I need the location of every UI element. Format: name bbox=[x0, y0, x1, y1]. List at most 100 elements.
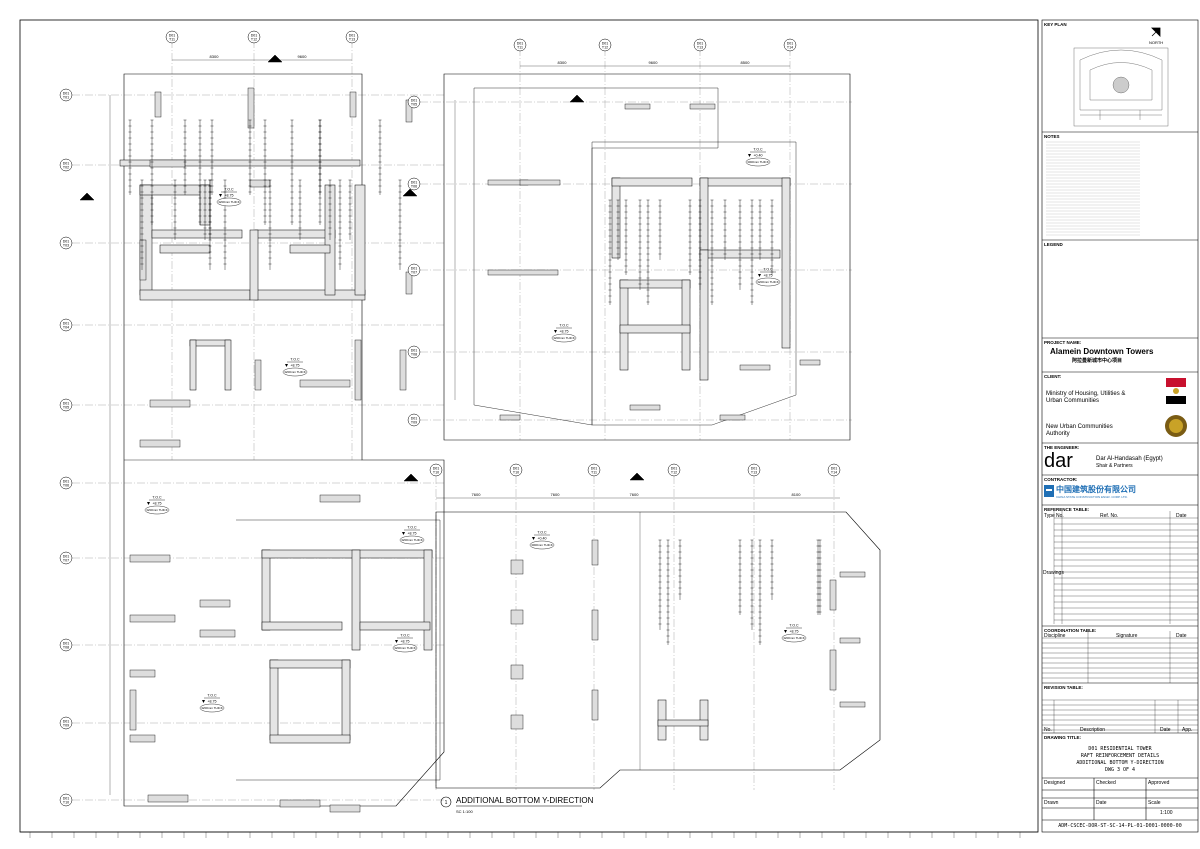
svg-text:+8.75: +8.75 bbox=[407, 532, 416, 536]
project-name: Alamein Downtown Towers bbox=[1050, 347, 1154, 356]
plan-drawing: 8300 9600 8300 9600 8500 7600 7600 7600 … bbox=[19, 19, 1039, 838]
date-label: Date bbox=[1096, 800, 1107, 806]
project-name-label: PROJECT NAME: bbox=[1044, 340, 1082, 345]
coord-col-signature: Signature bbox=[1116, 633, 1138, 639]
svg-text:D01: D01 bbox=[63, 240, 70, 244]
notes-label: NOTES bbox=[1044, 134, 1060, 139]
approved-label: Approved bbox=[1148, 780, 1170, 786]
svg-text:T10: T10 bbox=[63, 801, 69, 805]
svg-text:+8.75: +8.75 bbox=[152, 502, 161, 506]
svg-text:D01: D01 bbox=[63, 555, 70, 559]
svg-text:T12: T12 bbox=[671, 471, 677, 475]
dim-text: 8500 bbox=[741, 60, 751, 65]
egypt-emblem-icon bbox=[1166, 378, 1186, 404]
svg-text:D01: D01 bbox=[831, 467, 838, 471]
svg-text:D01: D01 bbox=[251, 34, 258, 38]
dim-text: 9600 bbox=[649, 60, 659, 65]
reference-table-label: REFERENCE TABLE: bbox=[1044, 507, 1090, 512]
view-title: 1 ADDITIONAL BOTTOM Y-DIRECTION SC 1:100 bbox=[440, 796, 594, 814]
key-plan-image bbox=[1073, 47, 1169, 127]
coord-col-discipline: Discipline bbox=[1044, 633, 1066, 639]
svg-text:+8.75: +8.75 bbox=[789, 630, 798, 634]
svg-text:D01: D01 bbox=[411, 417, 418, 421]
svg-text:3200mm THICK: 3200mm THICK bbox=[757, 280, 778, 284]
view-number: 1 bbox=[445, 800, 448, 806]
svg-text:D01: D01 bbox=[751, 467, 758, 471]
dim-text: 7600 bbox=[630, 492, 640, 497]
dim-text: 9600 bbox=[298, 54, 308, 59]
title-block-frame bbox=[1041, 19, 1199, 833]
svg-text:3200mm THICK: 3200mm THICK bbox=[783, 636, 804, 640]
svg-text:3000mm THICK: 3000mm THICK bbox=[747, 160, 768, 164]
svg-text:T.O.C: T.O.C bbox=[400, 634, 410, 638]
drawing-title-line-2: RAFT REINFORCEMENT DETAILS bbox=[1080, 753, 1160, 759]
svg-text:D01: D01 bbox=[169, 34, 176, 38]
svg-text:T06: T06 bbox=[411, 185, 417, 189]
drawing-title-line-3: ADDITIONAL BOTTOM Y-DIRECTION bbox=[1076, 760, 1164, 766]
svg-text:D01: D01 bbox=[63, 642, 70, 646]
svg-text:D01: D01 bbox=[411, 267, 418, 271]
svg-text:T04: T04 bbox=[63, 326, 69, 330]
engineer-label: THE ENGINEER: bbox=[1044, 445, 1080, 450]
engineer-name: Dar Al-Handasah (Egypt) bbox=[1096, 456, 1163, 462]
dim-text: 8300 bbox=[210, 54, 220, 59]
svg-text:T09: T09 bbox=[63, 724, 69, 728]
dim-text: 7600 bbox=[472, 492, 482, 497]
svg-text:T12: T12 bbox=[602, 46, 608, 50]
svg-text:D01: D01 bbox=[63, 322, 70, 326]
designed-label: Designed bbox=[1044, 780, 1066, 786]
section-marker-icon bbox=[403, 473, 419, 482]
svg-text:D01: D01 bbox=[697, 42, 704, 46]
svg-text:3000mm THICK: 3000mm THICK bbox=[531, 543, 552, 547]
contractor-label: CONTRACTOR: bbox=[1044, 477, 1078, 482]
svg-text:T02: T02 bbox=[63, 166, 69, 170]
svg-text:D01: D01 bbox=[63, 162, 70, 166]
section-marker-icon bbox=[79, 192, 95, 201]
svg-text:T11: T11 bbox=[517, 46, 523, 50]
rev-col-no: No. bbox=[1044, 727, 1052, 733]
svg-text:T.O.C: T.O.C bbox=[224, 188, 234, 192]
svg-text:T05: T05 bbox=[63, 406, 69, 410]
ref-type-drawings: Drawings bbox=[1043, 570, 1064, 576]
rev-col-description: Description bbox=[1080, 727, 1106, 733]
svg-text:D01: D01 bbox=[517, 42, 524, 46]
svg-text:T13: T13 bbox=[349, 38, 355, 42]
svg-text:T14: T14 bbox=[787, 46, 793, 50]
svg-text:D01: D01 bbox=[349, 34, 356, 38]
svg-text:+8.75: +8.75 bbox=[400, 640, 409, 644]
section-marker-icon bbox=[629, 472, 645, 481]
engineer-name-2: Shair & Partners bbox=[1096, 463, 1133, 469]
ref-col-date: Date bbox=[1176, 513, 1187, 519]
client-label: CLIENT: bbox=[1044, 374, 1062, 379]
svg-text:3200mm THICK: 3200mm THICK bbox=[201, 706, 222, 710]
svg-text:3200mm THICK: 3200mm THICK bbox=[394, 646, 415, 650]
coord-col-date: Date bbox=[1176, 633, 1187, 639]
svg-text:T.O.C: T.O.C bbox=[407, 526, 417, 530]
title-block: KEY PLAN NORTH NOTES LEGEND PROJECT NAME… bbox=[1040, 0, 1200, 849]
svg-text:T.O.C: T.O.C bbox=[207, 694, 217, 698]
client-name-2: New Urban Communities Authority bbox=[1046, 424, 1113, 437]
